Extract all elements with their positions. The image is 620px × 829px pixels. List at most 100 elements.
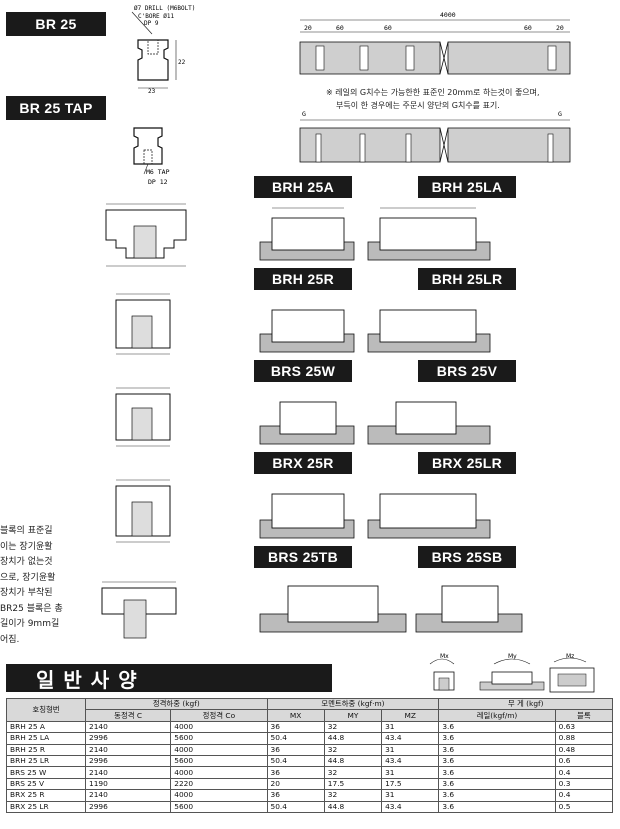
table-cell-rail: 3.6	[438, 732, 556, 745]
block-side-view-brx25r	[258, 478, 356, 542]
rail-note: ※ 레일의 G치수는 가능한한 표준인 20mm로 하는것이 좋으며, 부득이 …	[326, 86, 616, 112]
side-text-line: 장치가 없는것	[0, 557, 53, 567]
side-text-line: 블록의 표준길	[0, 526, 53, 536]
block-cross-section-4	[110, 476, 190, 550]
table-subheader-row: 동정격 C 정정격 Co MX MY MZ 레일(kgf/m) 블록	[7, 709, 614, 722]
tap-text: M6 TAP	[146, 168, 170, 176]
label-br25-tap: BR 25 TAP	[6, 96, 106, 120]
side-text-line: 이는 장기윤활	[0, 541, 53, 552]
table-cell-model: BRX 25 R	[6, 789, 86, 802]
table-cell-block: 0.48	[554, 743, 614, 756]
label-brs25tb: BRS 25TB	[254, 546, 352, 568]
table-cell-static: 4000	[170, 720, 268, 734]
rail-length-text: 4000	[440, 11, 456, 19]
block-cross-section-2	[110, 290, 190, 360]
table-cell-dynamic: 2140	[84, 743, 172, 756]
block-length-note: 블록의 표준길 이는 장기윤활 장치가 없는것 으로, 장기윤활 장치가 부착된…	[0, 524, 63, 648]
label-brs25v: BRS 25V	[418, 360, 516, 382]
spec-table: 호칭형번 정격하중 (kgf) 모멘트하중 (kgf·m) 무 게 (kgf) …	[6, 697, 614, 813]
header-static: 정정격 Co	[170, 709, 268, 722]
rail-pitch-d: 60	[524, 24, 532, 32]
table-cell-dynamic: 2140	[84, 766, 172, 779]
table-cell-dynamic: 2140	[84, 789, 172, 802]
table-cell-static: 2220	[170, 777, 268, 791]
moment-label-mz: Mz	[566, 653, 574, 660]
table-cell-static: 4000	[170, 743, 268, 756]
table-cell-rail: 3.6	[438, 800, 556, 813]
block-side-view-brh25la	[366, 202, 492, 264]
table-cell-my: 32	[323, 720, 383, 734]
block-side-view-brh25lr	[366, 294, 492, 356]
block-cross-section-5	[98, 578, 198, 644]
section-title: 일반사양	[6, 664, 332, 692]
block-side-view-brs25tb	[258, 572, 408, 638]
block-side-view-brh25a	[258, 202, 356, 264]
header-rail-weight: 레일(kgf/m)	[438, 709, 556, 722]
table-cell-model: BRS 25 V	[6, 777, 86, 791]
label-brh25lr: BRH 25LR	[418, 268, 516, 290]
table-cell-mx: 36	[266, 766, 325, 779]
rail-drill-text: Ø7 DRILL (M6BOLT)	[134, 5, 195, 12]
table-cell-mx: 36	[266, 743, 325, 756]
tap-dp-text: DP 12	[148, 178, 168, 186]
table-cell-block: 0.63	[554, 720, 614, 734]
table-cell-my: 44.8	[323, 754, 383, 768]
block-side-view-brs25w	[258, 386, 356, 448]
table-cell-block: 0.5	[554, 800, 614, 813]
table-cell-model: BRH 25 A	[6, 720, 86, 734]
header-moment: 모멘트하중 (kgf·m)	[266, 697, 440, 711]
table-cell-my: 44.8	[323, 732, 383, 745]
table-cell-model: BRH 25 R	[6, 743, 86, 756]
table-cell-mx: 50.4	[266, 732, 325, 745]
table-cell-mz: 43.4	[381, 732, 440, 745]
table-cell-model: BRX 25 LR	[6, 800, 86, 813]
rail-note-line2: 부득이 한 경우에는 주문시 양단의 G치수를 표기.	[336, 101, 500, 110]
table-cell-mx: 50.4	[266, 800, 325, 813]
block-side-view-brs25v	[366, 386, 492, 448]
label-brx25lr: BRX 25LR	[418, 452, 516, 474]
moment-icons: Mx My Mz	[428, 652, 608, 696]
tap-g-left: G	[302, 110, 306, 118]
table-cell-rail: 3.6	[438, 766, 556, 779]
tap-rail-length-drawing: G G	[296, 108, 576, 168]
header-dynamic: 동정격 C	[84, 709, 172, 722]
block-cross-section-1	[100, 200, 200, 272]
label-brs25sb: BRS 25SB	[418, 546, 516, 568]
side-text-line: 어짐.	[0, 634, 20, 645]
table-cell-dynamic: 2996	[84, 732, 172, 745]
table-cell-rail: 3.6	[438, 743, 556, 756]
block-side-view-brs25sb	[414, 572, 524, 638]
rail-pitch-c: 60	[384, 24, 392, 32]
label-brh25a: BRH 25A	[254, 176, 352, 198]
moment-label-mx: Mx	[440, 653, 449, 660]
table-cell-mz: 31	[381, 743, 440, 756]
table-cell-block: 0.4	[554, 789, 614, 802]
label-brh25r: BRH 25R	[254, 268, 352, 290]
table-cell-rail: 3.6	[438, 789, 556, 802]
table-cell-dynamic: 2996	[84, 800, 172, 813]
table-cell-mz: 43.4	[381, 754, 440, 768]
table-cell-static: 4000	[170, 789, 268, 802]
table-cell-static: 5600	[170, 754, 268, 768]
rail-dp-text: DP 9	[144, 20, 159, 27]
table-cell-dynamic: 2140	[84, 720, 172, 734]
table-cell-static: 4000	[170, 766, 268, 779]
rail-height-text: 22	[178, 59, 186, 66]
rail-length-drawing: 4000 20 60 60 60 20	[296, 8, 576, 86]
rail-cbore-text: C'BORE Ø11	[138, 13, 175, 20]
table-cell-my: 32	[323, 743, 383, 756]
rail-cross-section-drawing: Ø7 DRILL (M6BOLT) C'BORE Ø11 DP 9 22 23	[122, 2, 242, 94]
label-brs25w: BRS 25W	[254, 360, 352, 382]
table-cell-mx: 36	[266, 789, 325, 802]
table-cell-dynamic: 1190	[84, 777, 172, 791]
table-cell-dynamic: 2996	[84, 754, 172, 768]
rail-pitch-e: 20	[556, 24, 564, 32]
side-text-line: BR25 블록은 총	[0, 603, 63, 614]
table-cell-rail: 3.6	[438, 777, 556, 791]
table-cell-static: 5600	[170, 800, 268, 813]
table-cell-rail: 3.6	[438, 754, 556, 768]
side-text-line: 장치가 부착된	[0, 588, 53, 598]
